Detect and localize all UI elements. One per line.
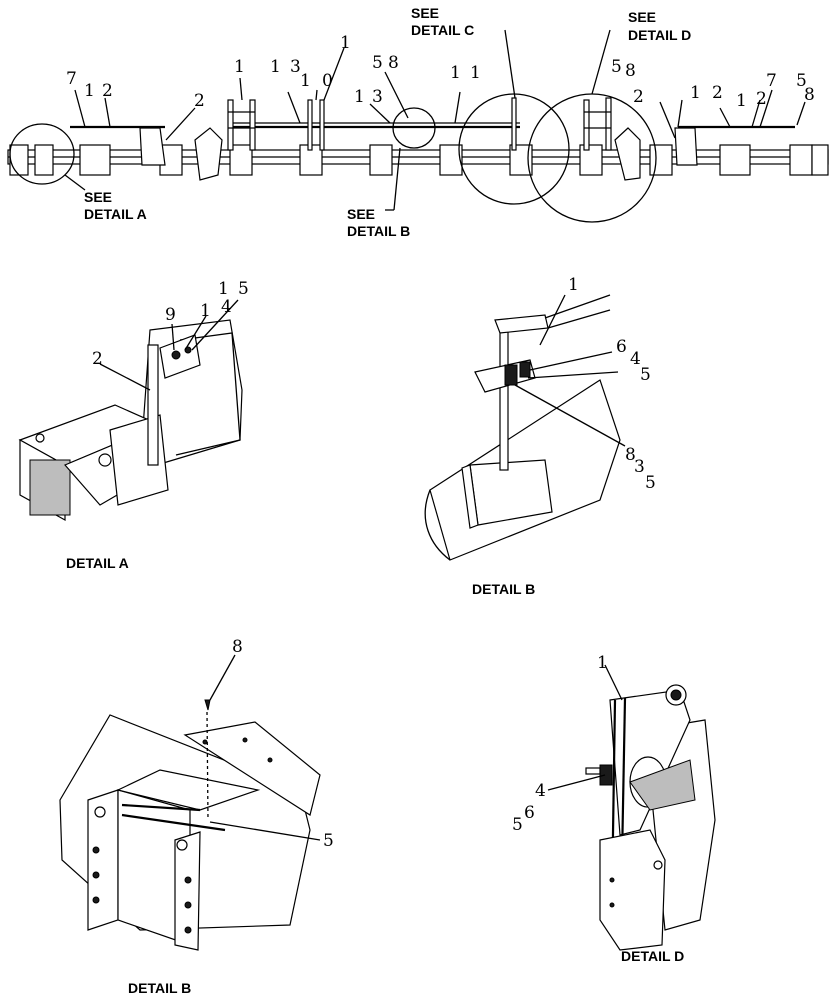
callout: 3 (634, 457, 645, 477)
callout: 1 (218, 279, 229, 299)
detail-b-bottom-callouts: 8 5 (232, 637, 334, 851)
callout: 6 (616, 337, 627, 357)
detail-b-top-callouts: 1 6 4 5 8 3 5 (568, 275, 656, 493)
callout: 5 (372, 53, 383, 73)
see-detail-c: DETAIL C (411, 22, 474, 38)
callout: 1 (736, 91, 747, 111)
callout: 1 (568, 275, 579, 295)
callout: 0 (322, 71, 333, 91)
detail-b-top-caption: DETAIL B (472, 581, 535, 597)
callout: 2 (194, 91, 205, 111)
callout: 6 (524, 803, 535, 823)
see-detail-c: SEE (411, 5, 439, 21)
callout: 5 (640, 365, 651, 385)
overview-brackets (9, 127, 829, 181)
callout: 2 (102, 81, 113, 101)
detail-b-bottom-drawing: 8 5 DETAIL B (59, 637, 334, 996)
callout: 1 (234, 57, 245, 77)
overview-leaders (64, 29, 806, 211)
detail-b-bottom-caption: DETAIL B (128, 980, 191, 996)
callout: 2 (712, 83, 723, 103)
callout: 2 (633, 87, 644, 107)
callout: 5 (611, 57, 622, 77)
callout: 8 (232, 637, 243, 657)
callout: 4 (221, 297, 232, 317)
see-detail-d: DETAIL D (628, 27, 691, 43)
callout: 1 (597, 653, 608, 673)
callout: 1 (340, 33, 351, 53)
see-detail-a: SEE (84, 189, 112, 205)
callout: 1 (450, 63, 461, 83)
callout: 1 (470, 63, 481, 83)
callout: 8 (804, 85, 815, 105)
callout: 4 (630, 349, 641, 369)
callout: 1 (300, 71, 311, 91)
detail-a-caption: DETAIL A (66, 555, 129, 571)
callout: 4 (535, 781, 546, 801)
see-detail-b: SEE (347, 206, 375, 222)
callout: 1 (270, 57, 281, 77)
overview-posts (227, 97, 612, 151)
overview-callouts: 7 1 2 2 1 1 3 1 0 1 5 8 1 3 1 1 5 8 2 1 … (66, 33, 815, 111)
detail-d-drawing: 1 4 5 6 DETAIL D (512, 653, 716, 964)
callout: 2 (756, 89, 767, 109)
callout: 5 (512, 815, 523, 835)
callout: 5 (323, 831, 334, 851)
overview-assembly: 7 1 2 2 1 1 3 1 0 1 5 8 1 3 1 1 5 8 2 1 … (7, 5, 829, 239)
see-detail-b: DETAIL B (347, 223, 410, 239)
callout: 9 (165, 305, 176, 325)
detail-a-callouts: 1 5 9 1 4 2 (92, 279, 249, 369)
callout: 5 (796, 71, 807, 91)
callout: 3 (372, 87, 383, 107)
detail-a-drawing: 1 5 9 1 4 2 DETAIL A (18, 279, 249, 571)
see-detail-d: SEE (628, 9, 656, 25)
callout: 3 (290, 57, 301, 77)
callout: 1 (354, 87, 365, 107)
see-detail-labels: SEE DETAIL A SEE DETAIL B SEE DETAIL C S… (84, 5, 691, 239)
callout: 5 (645, 473, 656, 493)
detail-d-callouts: 1 4 5 6 (512, 653, 608, 835)
callout: 1 (200, 301, 211, 321)
callout: 2 (92, 349, 103, 369)
callout: 8 (625, 61, 636, 81)
callout: 7 (766, 71, 777, 91)
detail-d-caption: DETAIL D (621, 948, 684, 964)
callout: 1 (84, 81, 95, 101)
callout: 1 (690, 83, 701, 103)
callout: 7 (66, 69, 77, 89)
callout: 5 (238, 279, 249, 299)
see-detail-a: DETAIL A (84, 206, 147, 222)
callout: 8 (625, 445, 636, 465)
callout: 8 (388, 53, 399, 73)
detail-b-top-drawing: 1 6 4 5 8 3 5 DETAIL B (424, 275, 656, 597)
